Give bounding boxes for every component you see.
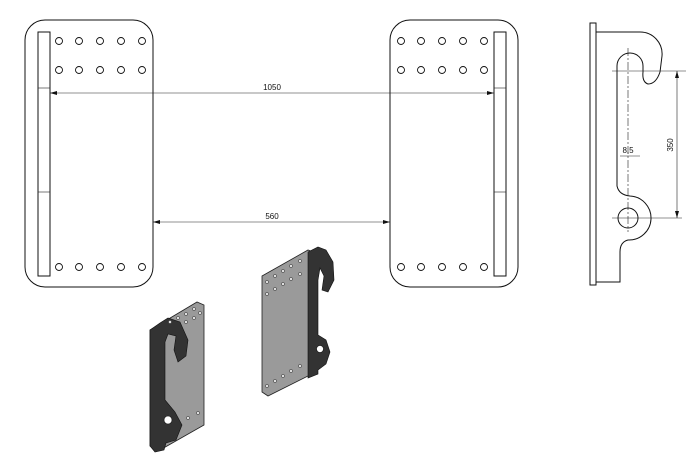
mounting-hole — [459, 37, 467, 45]
dimension-label-350: 350 — [666, 138, 675, 152]
dimension-label-inner: 560 — [265, 212, 279, 221]
isometric-part-right — [261, 246, 335, 397]
mounting-hole — [55, 37, 63, 45]
mounting-hole — [75, 37, 83, 45]
mounting-hole — [480, 37, 488, 45]
mounting-hole — [138, 37, 146, 45]
dimension-1050: 1050 — [50, 83, 494, 95]
mounting-hole — [397, 37, 405, 45]
mounting-hole — [75, 263, 83, 271]
mounting-hole — [417, 263, 425, 271]
mounting-hole — [397, 263, 405, 271]
mounting-hole — [480, 66, 488, 74]
isometric-part-left — [149, 301, 205, 453]
mounting-hole — [459, 66, 467, 74]
mounting-hole — [138, 263, 146, 271]
mounting-hole — [438, 263, 446, 271]
mounting-hole — [417, 66, 425, 74]
mounting-hole — [55, 66, 63, 74]
left-plate-front-view — [24, 19, 154, 288]
mounting-hole — [75, 66, 83, 74]
right-plate-front-view — [389, 19, 519, 288]
mounting-hole — [117, 37, 125, 45]
mounting-hole — [138, 66, 146, 74]
mounting-hole — [438, 37, 446, 45]
mounting-hole — [459, 263, 467, 271]
mounting-hole — [117, 66, 125, 74]
dimension-560: 560 — [153, 212, 390, 224]
mounting-hole — [438, 66, 446, 74]
mounting-hole — [96, 37, 104, 45]
mounting-hole — [480, 263, 488, 271]
dimension-label-outer: 1050 — [263, 83, 281, 92]
mounting-hole — [117, 263, 125, 271]
mounting-hole — [417, 37, 425, 45]
mounting-hole — [96, 66, 104, 74]
mounting-hole — [96, 263, 104, 271]
mounting-hole — [55, 263, 63, 271]
side-view: 350 8,5 — [589, 22, 686, 286]
dimension-label-thickness: 8,5 — [622, 146, 634, 155]
mounting-hole — [397, 66, 405, 74]
